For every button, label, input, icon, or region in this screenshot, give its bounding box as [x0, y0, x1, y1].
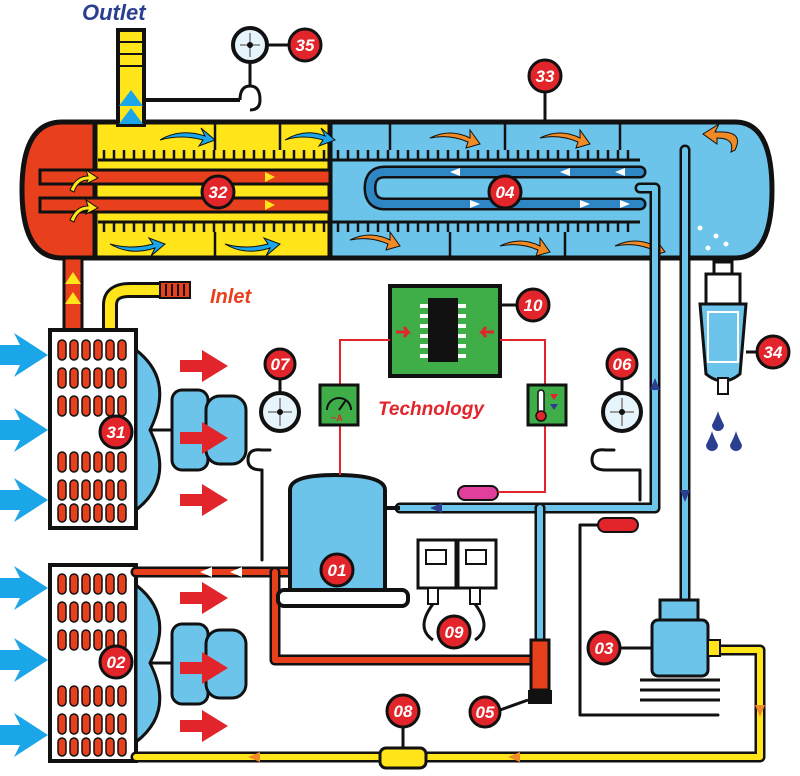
temperature-sensor: [457, 485, 499, 501]
svg-text:35: 35: [296, 36, 315, 55]
outgoing-air-arrows: [180, 350, 228, 742]
badge-05: 05: [468, 695, 529, 729]
svg-text:31: 31: [107, 423, 126, 442]
receiver-03: [640, 598, 721, 702]
badge-07: 07: [263, 347, 297, 381]
svg-text:01: 01: [328, 561, 347, 580]
red-sensor: [597, 517, 639, 533]
badge-01: 01: [319, 552, 355, 588]
expansion-valve-05: [528, 638, 552, 704]
incoming-air-arrows: [0, 333, 48, 757]
heat-exchanger-tank: [19, 119, 775, 261]
filter-drier-08: [378, 746, 428, 770]
badge-09: 09: [436, 614, 472, 650]
badge-32: 32: [200, 174, 236, 210]
svg-text:08: 08: [394, 702, 413, 721]
badge-34: 34: [746, 334, 791, 370]
svg-text:03: 03: [595, 639, 614, 658]
badge-31: 31: [98, 414, 134, 450]
inlet-label: Inlet: [210, 286, 252, 308]
control-board-10: [388, 284, 502, 378]
compressor-01: [276, 472, 410, 608]
svg-text:10: 10: [524, 296, 543, 315]
hot-tube: [38, 168, 332, 214]
pressure-gauge-06: [601, 378, 643, 433]
badge-04: 04: [487, 174, 523, 210]
svg-text:32: 32: [209, 183, 228, 202]
outlet-pipe: [116, 28, 240, 127]
badge-33: 33: [527, 58, 563, 94]
badge-02: 02: [98, 644, 134, 680]
pressure-gauge-35: [231, 26, 288, 112]
outlet-label: Outlet: [82, 0, 147, 25]
svg-text:33: 33: [536, 67, 555, 86]
water-separator-34: [696, 224, 748, 451]
inlet-pipe: [62, 256, 191, 332]
technology-label: Technology: [378, 399, 485, 420]
svg-text:06: 06: [613, 355, 632, 374]
badge-35: 35: [287, 27, 323, 63]
svg-text:09: 09: [445, 623, 464, 642]
svg-text:04: 04: [496, 183, 515, 202]
svg-text:05: 05: [476, 703, 495, 722]
control-wiring: [339, 339, 546, 493]
svg-text:07: 07: [271, 355, 291, 374]
svg-text:34: 34: [764, 343, 783, 362]
pressure-switches-09: [416, 538, 498, 642]
condenser-31: [48, 328, 248, 530]
current-sensor-icon: ~A: [318, 383, 360, 427]
badge-06: 06: [605, 347, 639, 381]
flow-arrows: [200, 378, 765, 762]
badge-08: 08: [385, 693, 421, 748]
badge-10: 10: [500, 287, 551, 323]
pressure-gauge-07: [259, 378, 301, 433]
condenser-02: [48, 563, 248, 763]
thermometer-icon: [526, 383, 568, 427]
badge-03: 03: [586, 630, 652, 666]
svg-text:~A: ~A: [331, 413, 343, 423]
svg-text:02: 02: [107, 653, 126, 672]
